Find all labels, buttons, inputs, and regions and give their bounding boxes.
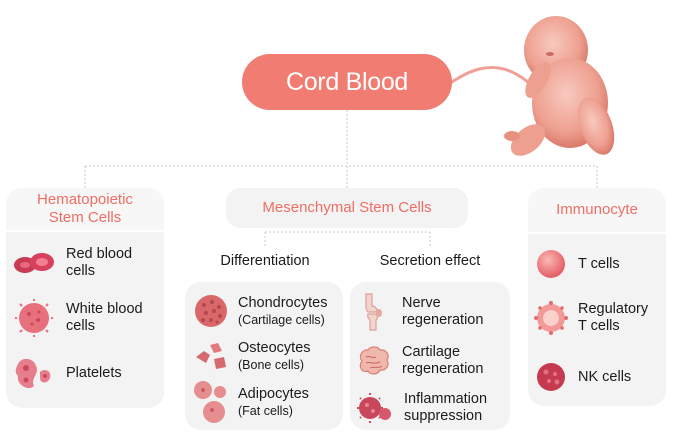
adipocytes-sub: (Fat cells) <box>238 403 293 418</box>
nk-cell-icon <box>537 363 565 391</box>
secretion-title: Secretion effect <box>379 253 481 269</box>
t-cell-icon <box>537 250 565 278</box>
chondrocytes-label: Chondrocytes <box>238 294 328 311</box>
regulatory-t-cells-label-line2: T cells <box>578 318 620 334</box>
osteocytes-sub: (Bone cells) <box>238 357 304 372</box>
virus-icon <box>357 393 391 423</box>
white-blood-cell-icon <box>15 299 53 337</box>
list-item: Regulatory T cells <box>534 300 648 336</box>
red-blood-cells-label-line1: Red blood <box>66 246 133 262</box>
osteocytes-label: Osteocytes <box>238 339 311 356</box>
hematopoietic-title-line2: Stem Cells <box>48 209 122 226</box>
platelets-icon <box>15 358 51 389</box>
white-blood-cells-label-line2: cells <box>66 318 96 334</box>
adipocyte-icon <box>194 381 226 423</box>
list-item: Adipocytes (Fat cells) <box>192 380 309 424</box>
mesenchymal-header: Mesenchymal Stem Cells <box>226 188 468 228</box>
list-item: Cartilage regeneration <box>356 344 483 378</box>
fetus-illustration <box>504 16 615 156</box>
differentiation-title: Differentiation <box>220 253 310 269</box>
list-item: Nerve regeneration <box>356 292 483 332</box>
list-item: Osteocytes (Bone cells) <box>192 339 311 373</box>
nerve-regeneration-label-line1: Nerve <box>402 295 441 311</box>
red-blood-cells-icon <box>14 253 54 273</box>
immunocyte-header: Immunocyte <box>528 188 666 234</box>
knee-joint-icon <box>365 293 382 331</box>
regulatory-t-cell-icon <box>534 301 568 335</box>
nerve-regeneration-label-line2: regeneration <box>402 312 484 328</box>
osteocyte-icon <box>196 343 226 369</box>
list-item: Platelets <box>12 354 122 392</box>
immunocyte-title: Immunocyte <box>556 201 638 218</box>
list-item: NK cells <box>534 360 631 394</box>
chondrocytes-sub: (Cartilage cells) <box>238 312 325 327</box>
platelets-label: Platelets <box>66 364 122 381</box>
adipocytes-label: Adipocytes <box>238 385 309 402</box>
cartilage-regeneration-label-line2: regeneration <box>402 361 484 377</box>
regulatory-t-cells-label-line1: Regulatory <box>578 301 649 317</box>
list-item: Chondrocytes (Cartilage cells) <box>192 292 327 330</box>
chondrocyte-icon <box>195 295 227 327</box>
list-item: White blood cells <box>12 298 143 338</box>
red-blood-cells-label-line2: cells <box>66 263 96 279</box>
cord-blood-root: Cord Blood <box>242 54 452 110</box>
list-item: Inflammation suppression <box>356 390 487 426</box>
list-item: T cells <box>534 248 620 280</box>
hematopoietic-title-line1: Hematopoietic <box>37 191 133 208</box>
brain-icon <box>359 346 389 375</box>
inflammation-suppression-label-line1: Inflammation <box>404 391 488 407</box>
list-item: Red blood cells <box>12 246 132 280</box>
t-cells-label: T cells <box>578 255 620 272</box>
nk-cells-label: NK cells <box>578 368 632 385</box>
inflammation-suppression-label-line2: suppression <box>404 408 483 424</box>
hematopoietic-header: Hematopoietic Stem Cells <box>6 188 164 232</box>
cord-blood-label: Cord Blood <box>285 67 409 96</box>
cartilage-regeneration-label-line1: Cartilage <box>402 344 461 360</box>
mesenchymal-title: Mesenchymal Stem Cells <box>262 199 432 216</box>
white-blood-cells-label-line1: White blood <box>66 301 143 317</box>
